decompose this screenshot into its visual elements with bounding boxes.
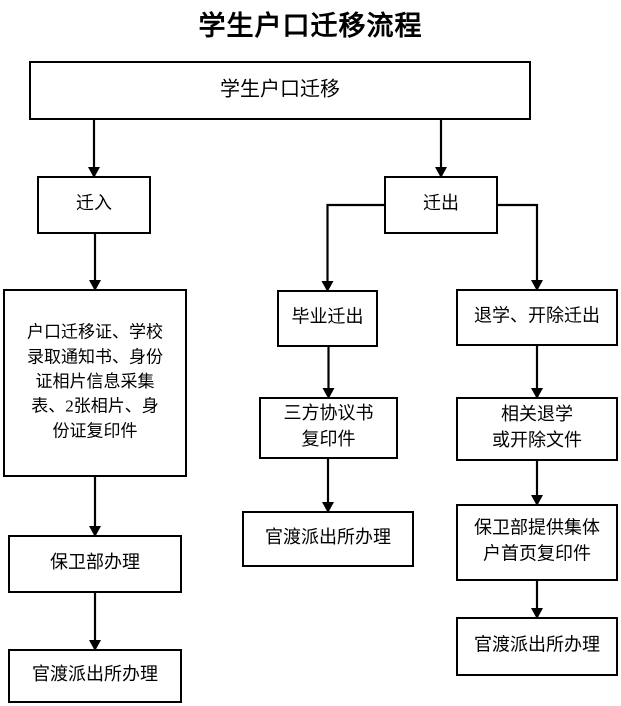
connector-edge-docs-security: [89, 476, 101, 537]
node-label-drop-security: 保卫部提供集体户首页复印件: [474, 518, 600, 564]
node-label-root: 学生户口迁移: [220, 77, 340, 100]
node-label-drop-docs: 相关退学或开除文件: [492, 404, 582, 450]
node-box-root: [29, 61, 531, 120]
node-box-move-out: [384, 176, 498, 234]
flow-node-in-police: 官渡派出所办理: [8, 649, 182, 703]
arrow-head-icon: [322, 502, 334, 513]
node-label-move-in: 迁入: [76, 193, 112, 213]
connector-edge-dropdocs-security: [531, 460, 543, 506]
flow-node-in-security: 保卫部办理: [8, 535, 182, 593]
flow-node-drop-out: 退学、开除迁出: [456, 289, 618, 346]
flow-node-drop-security: 保卫部提供集体户首页复印件: [456, 504, 618, 581]
flow-node-in-docs: 户口迁移证、学校录取通知书、身份证相片信息采集表、2张相片、身份证复印件: [3, 289, 187, 477]
flow-node-move-in: 迁入: [37, 176, 151, 234]
arrow-head-icon: [89, 640, 101, 651]
connector-edge-drop-docs: [531, 345, 543, 399]
flow-node-drop-police: 官渡派出所办理: [456, 617, 618, 676]
arrow-head-icon: [531, 280, 543, 291]
node-box-drop-security: [456, 504, 618, 581]
arrow-head-icon: [435, 167, 447, 178]
flow-node-grad-out: 毕业迁出: [277, 290, 378, 347]
connector-edge-security-police: [89, 592, 101, 651]
arrow-head-icon: [531, 495, 543, 506]
connector-edge-graddocs-police: [322, 458, 334, 513]
flow-node-grad-police: 官渡派出所办理: [242, 511, 414, 567]
node-label-drop-police: 官渡派出所办理: [474, 635, 600, 655]
connector-edge-root-movein: [88, 119, 100, 178]
node-box-drop-out: [456, 289, 618, 346]
connector-edge-moveout-grad: [321, 203, 385, 292]
arrow-head-icon: [89, 526, 101, 537]
node-box-grad-police: [242, 511, 414, 567]
node-box-grad-docs: [259, 397, 398, 459]
node-label-grad-police: 官渡派出所办理: [265, 527, 391, 547]
node-box-drop-police: [456, 617, 618, 676]
flow-node-drop-docs: 相关退学或开除文件: [456, 397, 618, 461]
node-label-in-police: 官渡派出所办理: [32, 664, 158, 684]
node-box-move-in: [37, 176, 151, 234]
node-label-grad-docs: 三方协议书复印件: [284, 403, 374, 449]
flow-node-root: 学生户口迁移: [29, 61, 531, 120]
connector-edge-movein-docs: [89, 233, 101, 291]
arrow-head-icon: [322, 388, 335, 399]
flow-node-move-out: 迁出: [384, 176, 498, 234]
arrow-head-icon: [89, 280, 101, 291]
node-label-move-out: 迁出: [423, 193, 459, 213]
connector-line: [326, 203, 385, 291]
node-label-in-docs: 户口迁移证、学校录取通知书、身份证相片信息采集表、2张相片、身份证复印件: [27, 323, 163, 441]
node-box-grad-out: [277, 290, 378, 347]
arrow-head-icon: [321, 281, 334, 292]
connector-edge-moveout-drop: [497, 203, 543, 291]
flow-node-grad-docs: 三方协议书复印件: [259, 397, 398, 459]
node-box-in-security: [8, 535, 182, 593]
connector-edge-dropsecurity-police: [531, 580, 543, 619]
node-label-in-security: 保卫部办理: [50, 552, 140, 572]
node-label-drop-out: 退学、开除迁出: [474, 306, 600, 326]
node-box-in-docs: [3, 289, 187, 477]
arrow-head-icon: [531, 608, 543, 619]
connector-edge-grad-docs: [322, 346, 335, 399]
node-label-grad-out: 毕业迁出: [292, 307, 364, 327]
connectors-layer: [88, 119, 543, 651]
page-title: 学生户口迁移流程: [198, 11, 423, 41]
arrow-head-icon: [88, 167, 100, 178]
connector-edge-root-moveout: [435, 119, 447, 178]
arrow-head-icon: [531, 388, 543, 399]
connector-line: [497, 203, 539, 290]
node-box-drop-docs: [456, 397, 618, 461]
node-box-in-police: [8, 649, 182, 703]
